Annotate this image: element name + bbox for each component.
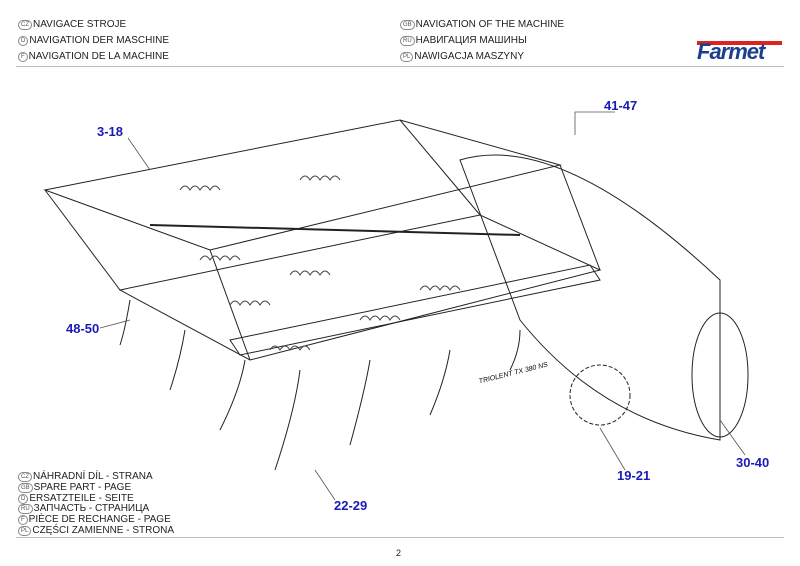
legend-text: ERSATZTEILE - SEITE (29, 493, 134, 504)
nav-text: NAVIGATION DER MASCHINE (29, 35, 169, 46)
lang-badge: CZ (18, 20, 32, 30)
callout-30-40[interactable]: 30-40 (736, 455, 770, 470)
legend-text: ЗАПЧАСТЬ - СТРАНИЦА (33, 503, 150, 514)
legend-text: NÁHRADNÍ DÍL - STRANA (33, 471, 153, 482)
lang-badge: F (18, 52, 28, 62)
farmet-logo: Farmet (697, 39, 765, 64)
callout-19-21[interactable]: 19-21 (617, 468, 651, 483)
nav-text: NAVIGATION DE LA MACHINE (28, 51, 169, 62)
footer-divider (16, 537, 784, 538)
nav-text: NAVIGACE STROJE (33, 19, 127, 30)
lang-badge: GB (18, 483, 33, 493)
lang-badge: GB (400, 20, 415, 30)
nav-text: NAWIGACJA MASZYNY (414, 51, 524, 62)
lang-badge: D (18, 36, 29, 46)
lang-badge: RU (18, 504, 33, 514)
lang-badge: PL (400, 52, 414, 62)
callout-41-47[interactable]: 41-47 (604, 98, 638, 113)
legend-text: CZĘŚCI ZAMIENNE - STRONA (32, 525, 175, 536)
legend-text: PIÈCE DE RECHANGE - PAGE (28, 514, 171, 525)
lang-badge: F (18, 515, 28, 525)
logo-bar (697, 41, 782, 45)
springs (179, 175, 461, 351)
callout-48-50[interactable]: 48-50 (66, 321, 100, 336)
roller (459, 154, 749, 441)
lang-badge: CZ (18, 472, 32, 482)
nav-text: НАВИГАЦИЯ МАШИНЫ (415, 35, 527, 46)
lang-badge: PL (18, 526, 32, 536)
nav-text: NAVIGATION OF THE MACHINE (415, 19, 565, 30)
legend-text: SPARE PART - PAGE (33, 482, 132, 493)
page-number: 2 (396, 548, 402, 558)
leader-lines (99, 111, 746, 501)
lang-badge: RU (400, 36, 415, 46)
tines (119, 299, 521, 471)
callout-3-18[interactable]: 3-18 (97, 124, 124, 139)
header-divider (16, 66, 784, 67)
lang-badge: D (18, 494, 29, 504)
callout-22-29[interactable]: 22-29 (334, 498, 368, 513)
frame (43, 119, 602, 361)
